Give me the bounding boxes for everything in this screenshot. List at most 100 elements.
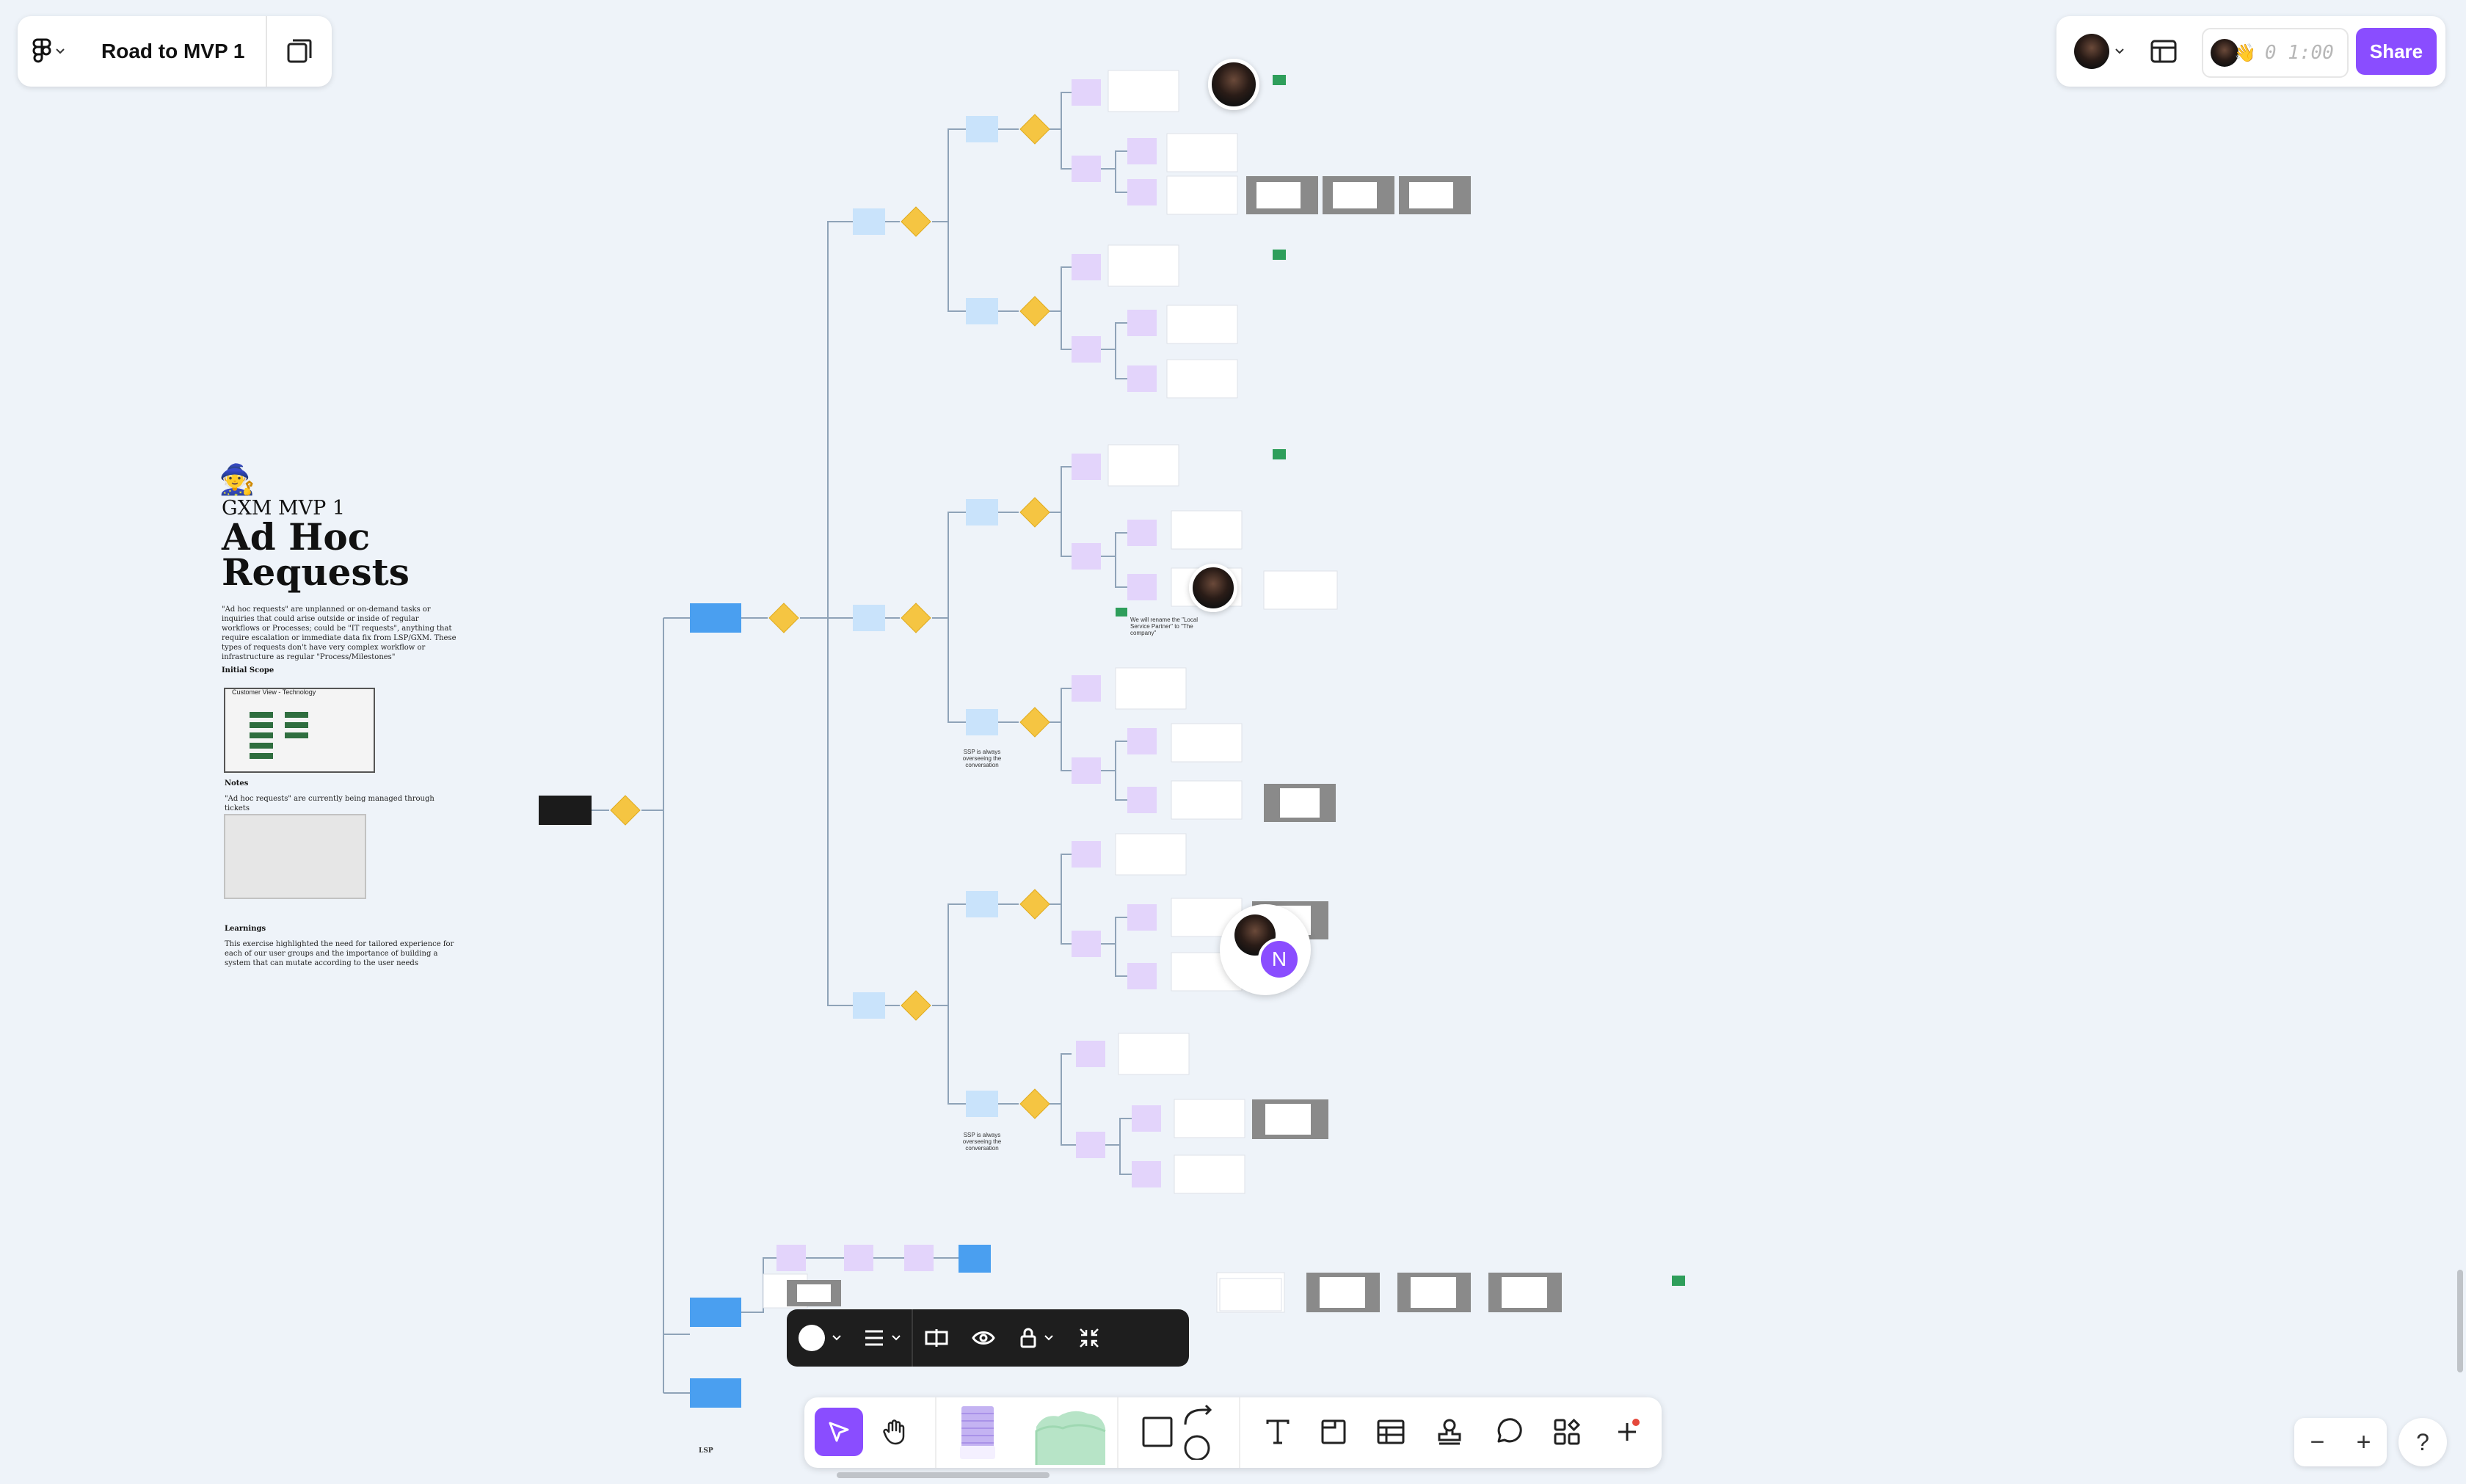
collaborator-avatar[interactable] [1189,564,1237,612]
fill-color-button[interactable] [787,1309,853,1367]
horizontal-scrollbar[interactable] [837,1472,1050,1478]
decision-node [1019,296,1050,327]
connector-tool[interactable] [1177,1404,1221,1460]
step-node [1127,728,1157,754]
learnings-label: Learnings [225,925,266,933]
initial-scope-label: Initial Scope [222,666,274,674]
main-menu-button[interactable] [18,16,79,87]
sticky-note-icon [960,1406,995,1459]
widgets-tool[interactable] [1543,1408,1591,1456]
learnings-text: This exercise highlighted the need for t… [225,940,454,967]
flip-button[interactable] [913,1309,960,1367]
toolbar-divider [935,1397,936,1468]
step-node [1132,1105,1161,1132]
chevron-down-icon [1044,1335,1053,1341]
rectangle-tool[interactable] [1133,1408,1182,1456]
text-icon [1266,1419,1290,1444]
step-node [966,891,998,917]
hand-icon [883,1419,905,1445]
collaborator-initial-avatar[interactable]: N [1258,938,1301,981]
step-node [1072,931,1101,957]
step-node [1072,543,1101,570]
title-line-2: Requests [222,550,410,594]
table-tool[interactable] [1367,1408,1415,1456]
collapse-button[interactable] [1066,1309,1113,1367]
screen-thumbnail [1174,1099,1245,1138]
color-swatch-icon [799,1325,825,1351]
add-tool[interactable] [1603,1408,1651,1456]
presence-cluster[interactable]: N [1220,904,1311,995]
comment-icon [1497,1418,1522,1443]
zoom-controls: − + [2294,1418,2387,1466]
pages-button[interactable] [267,16,332,87]
step-node [1072,254,1101,280]
flag-marker [1273,250,1286,260]
step-node [853,208,885,235]
page-title: Ad Hoc Requests [222,515,471,594]
screen-thumbnail [1107,70,1179,112]
step-node [1127,963,1157,989]
step-node [1076,1132,1105,1158]
lock-button[interactable] [1007,1309,1066,1367]
vertical-scrollbar[interactable] [2457,1270,2463,1372]
step-node [690,1298,741,1327]
step-node [1072,156,1101,182]
start-node [539,796,592,825]
timer-widget[interactable]: 👋 0 1:00 [2202,28,2349,78]
step-node [1127,520,1157,546]
flip-icon [925,1329,948,1347]
step-node [1072,675,1101,702]
widgets-icon [1554,1418,1581,1445]
zoom-in-button[interactable]: + [2356,1427,2371,1456]
decision-node [901,603,931,633]
file-title[interactable]: Road to MVP 1 [101,40,245,62]
timer-avatar [2211,39,2238,67]
stroke-style-button[interactable] [853,1309,912,1367]
hand-tool[interactable] [870,1408,919,1456]
lsp-label: LSP [699,1447,713,1455]
screen-thumbnail [1166,359,1238,399]
shape-tool[interactable] [1029,1406,1110,1465]
bottom-toolbar [804,1397,1662,1468]
collaborator-avatar[interactable] [1208,59,1259,110]
decision-node [1019,497,1050,528]
user-avatar[interactable] [2074,34,2109,69]
zoom-out-button[interactable]: − [2310,1427,2325,1456]
flag-marker [1116,608,1127,616]
canvas-note: We will rename the "Local Service Partne… [1130,616,1199,636]
screen-thumbnail [1107,444,1179,487]
selection-toolbar [787,1309,1189,1367]
share-button[interactable]: Share [2356,28,2437,75]
screen-thumbnail [1263,570,1338,610]
scope-image [224,688,375,773]
canvas-note: SSP is always overseeing the conversatio… [962,749,1002,768]
step-node [1072,336,1101,363]
chevron-down-icon [56,48,65,54]
flag-marker [1273,75,1286,85]
move-tool[interactable] [815,1408,863,1456]
title-line-1: Ad Hoc [222,515,371,559]
decision-node [610,795,641,826]
screen-thumbnail [1166,305,1238,344]
chevron-down-icon [892,1335,901,1341]
sticky-note-tool[interactable] [956,1403,1000,1462]
comment-tool[interactable] [1484,1408,1532,1456]
step-node [1127,904,1157,931]
title-block: 🧙 GXM MVP 1 Ad Hoc Requests "Ad hoc requ… [219,462,471,967]
stamp-tool[interactable] [1425,1408,1474,1456]
visibility-button[interactable] [960,1309,1007,1367]
step-node [844,1245,873,1271]
chevron-down-icon[interactable] [2115,48,2124,54]
text-tool[interactable] [1254,1408,1302,1456]
file-toolbar: Road to MVP 1 [18,16,332,87]
lock-icon [1020,1328,1036,1348]
help-button[interactable]: ? [2398,1418,2447,1466]
section-tool[interactable] [1309,1408,1358,1456]
decision-node [901,990,931,1021]
plus-icon [1618,1419,1640,1441]
timer-text: 0 1:00 [2264,42,2334,64]
layout-icon[interactable] [2150,40,2177,63]
screen-thumbnail [1107,244,1179,287]
